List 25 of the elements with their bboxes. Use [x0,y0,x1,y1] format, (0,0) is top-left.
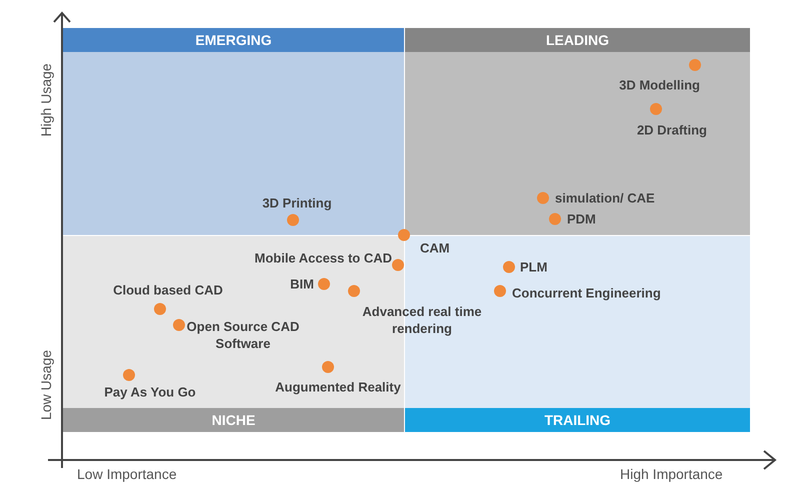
axis-label: Low Usage [38,350,54,420]
quadrant-header: NICHE [63,408,404,432]
point-label: Advanced real time rendering [361,303,483,337]
point-label: Pay As You Go [104,384,196,400]
point-label: PDM [567,210,596,228]
quadrant-header: EMERGING [63,28,404,52]
quadrant-panel [63,28,404,235]
point-label: 3D Modelling [619,76,700,94]
axis-label: Low Importance [77,466,177,482]
quadrant-header: TRAILING [405,408,750,432]
quadrant-panel [405,28,750,235]
point-label: Cloud based CAD [113,282,223,298]
point-label: PLM [520,258,548,276]
point-label: simulation/ CAE [555,190,655,206]
point-label: 2D Drafting [636,122,707,138]
point-label: Augumented Reality [275,378,401,396]
axis-label: High Importance [620,466,723,482]
point-label: BIM [290,276,314,292]
quadrant-header: LEADING [405,28,750,52]
axis-label: High Usage [38,63,54,137]
point-label: Concurrent Engineering [512,284,661,302]
point-label: CAM [420,240,450,256]
point-label: Open Source CAD Software [186,318,300,352]
point-label: Mobile Access to CAD [254,250,392,266]
point-label: 3D Printing [262,194,332,212]
